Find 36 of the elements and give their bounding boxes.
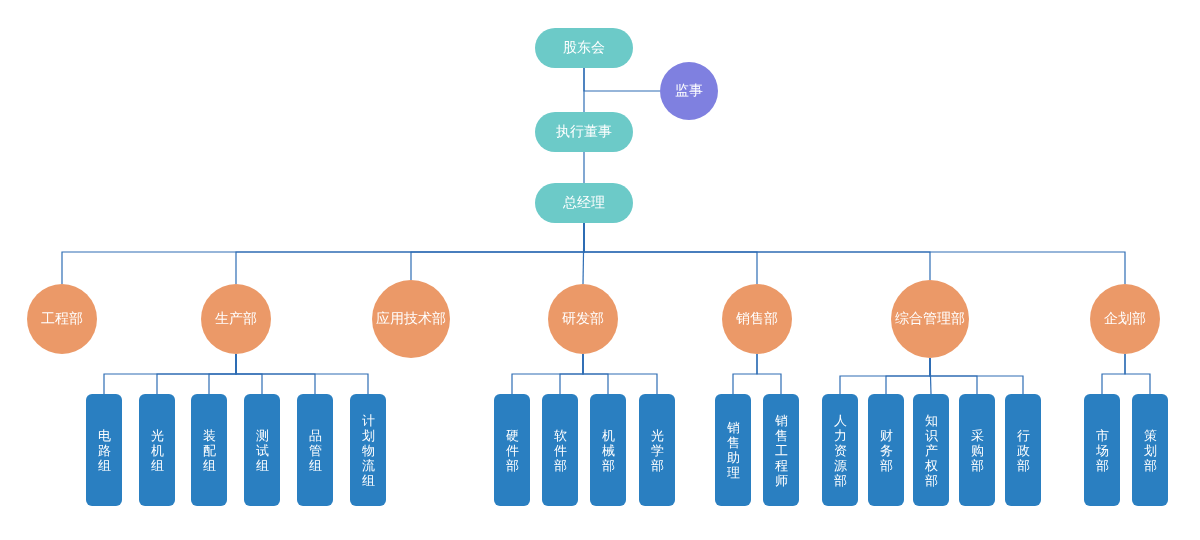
connector-line xyxy=(756,353,782,395)
team-box: 计划物流组 xyxy=(350,394,386,506)
team-box: 财务部 xyxy=(868,394,904,506)
team-box: 品管组 xyxy=(297,394,333,506)
connector-line xyxy=(1124,353,1151,395)
team-box: 销售助理 xyxy=(715,394,751,506)
team-box: 测试组 xyxy=(244,394,280,506)
connector-line xyxy=(583,151,585,184)
department-circle: 企划部 xyxy=(1090,284,1160,354)
department-circle: 生产部 xyxy=(201,284,271,354)
team-box: 市场部 xyxy=(1084,394,1120,506)
team-box: 光机组 xyxy=(139,394,175,506)
role-box: 股东会 xyxy=(535,28,633,68)
role-circle: 监事 xyxy=(660,62,718,120)
team-box: 电路组 xyxy=(86,394,122,506)
team-box: 机械部 xyxy=(590,394,626,506)
team-box: 采购部 xyxy=(959,394,995,506)
team-box: 硬件部 xyxy=(494,394,530,506)
team-box: 销售工程师 xyxy=(763,394,799,506)
team-box: 软件部 xyxy=(542,394,578,506)
connector-line xyxy=(929,357,1024,395)
department-circle: 综合管理部 xyxy=(891,280,969,358)
team-box: 行政部 xyxy=(1005,394,1041,506)
team-box: 人力资源部 xyxy=(822,394,858,506)
department-circle: 销售部 xyxy=(722,284,792,354)
department-circle: 工程部 xyxy=(27,284,97,354)
team-box: 知识产权部 xyxy=(913,394,949,506)
department-circle: 研发部 xyxy=(548,284,618,354)
connector-line xyxy=(583,67,661,92)
role-box: 总经理 xyxy=(535,183,633,223)
department-circle: 应用技术部 xyxy=(372,280,450,358)
role-box: 执行董事 xyxy=(535,112,633,152)
team-box: 策划部 xyxy=(1132,394,1168,506)
team-box: 光学部 xyxy=(639,394,675,506)
connector-line xyxy=(582,353,658,395)
team-box: 装配组 xyxy=(191,394,227,506)
